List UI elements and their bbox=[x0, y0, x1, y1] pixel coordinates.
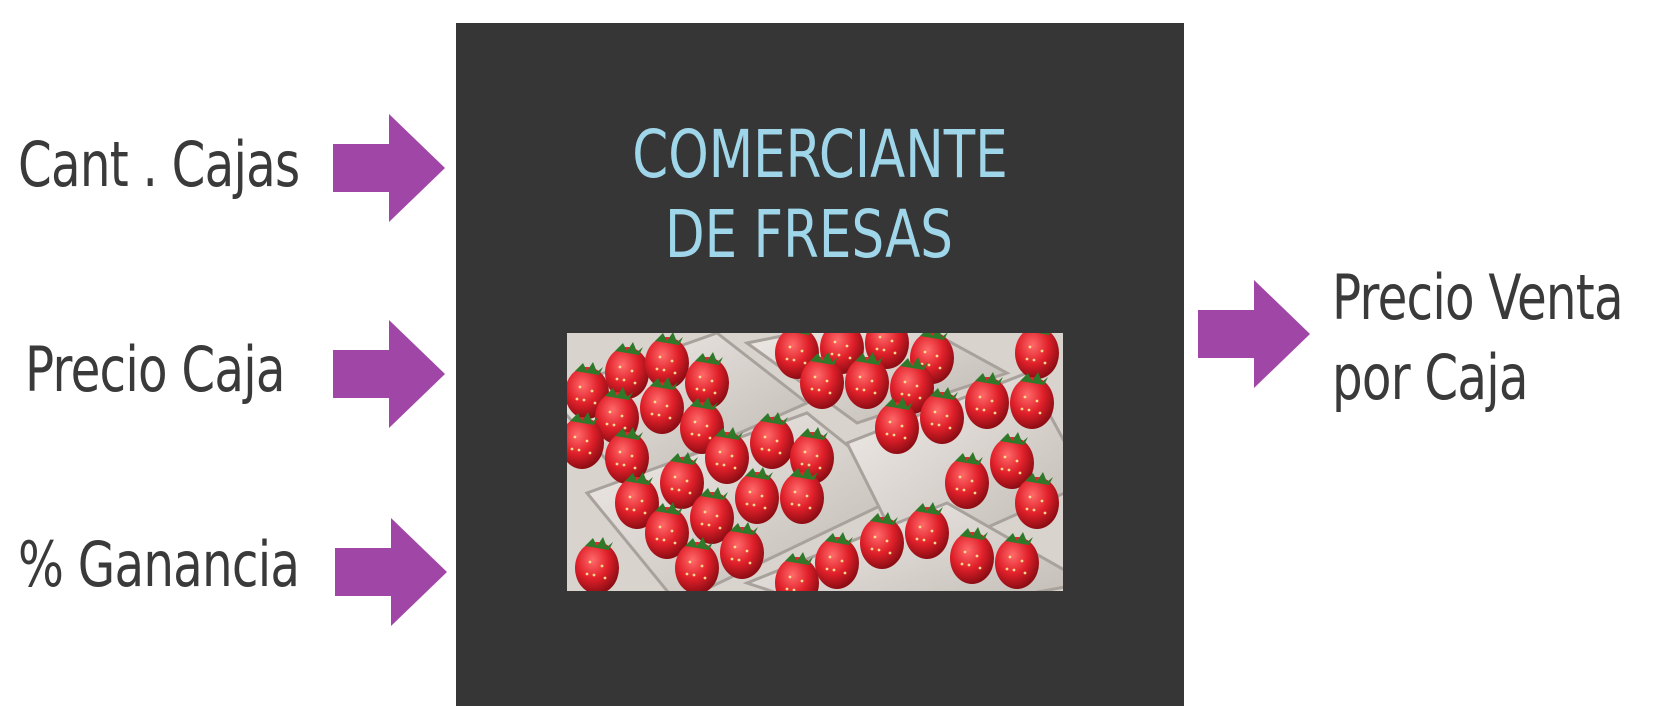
input-arrow-3-icon bbox=[335, 518, 447, 626]
input-arrow-2-icon bbox=[333, 320, 445, 428]
process-title-line-2: DE FRESAS bbox=[665, 196, 953, 273]
input-label-precio-caja: Precio Caja bbox=[25, 333, 286, 406]
process-box: COMERCIANTE DE FRESAS bbox=[456, 23, 1184, 706]
input-label-ganancia: % Ganancia bbox=[18, 528, 300, 601]
output-arrow-icon bbox=[1198, 280, 1310, 388]
strawberry-photo-illustration bbox=[567, 333, 1063, 591]
output-label-line-2: por Caja bbox=[1332, 341, 1529, 414]
process-title-line-1: COMERCIANTE bbox=[632, 116, 1008, 193]
output-label: Precio Venta por Caja bbox=[1332, 258, 1624, 418]
output-label-line-1: Precio Venta bbox=[1332, 261, 1624, 334]
process-title: COMERCIANTE DE FRESAS bbox=[456, 115, 1184, 275]
input-arrow-1-icon bbox=[333, 114, 445, 222]
strawberry-photo bbox=[567, 333, 1063, 591]
input-label-cantidad-cajas: Cant . Cajas bbox=[18, 128, 300, 201]
